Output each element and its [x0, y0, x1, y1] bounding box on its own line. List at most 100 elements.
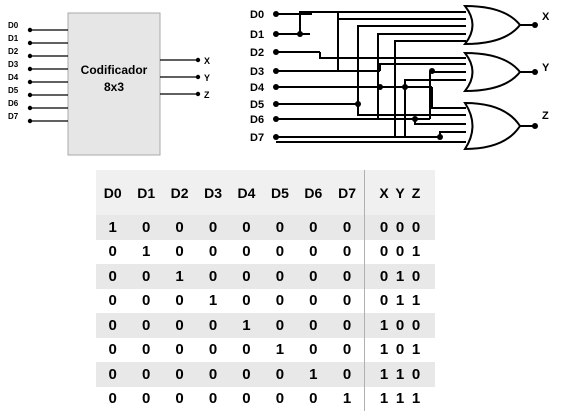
truth-table-input-header: D0 — [96, 170, 130, 215]
encoder-input-dot — [27, 105, 33, 111]
truth-table-output-cell: 1 — [395, 267, 405, 285]
truth-table-input-cell: 0 — [162, 288, 197, 313]
encoder-output-lines: XYZ — [160, 56, 210, 100]
truth-table-output-cell: 0 — [411, 365, 421, 383]
gate-input-dot — [273, 101, 279, 107]
encoder-input-dot — [27, 66, 33, 72]
truth-table-output-cell: 0 — [379, 243, 389, 261]
truth-table-input-cell: 0 — [263, 239, 297, 264]
truth-table-input-cell: 0 — [96, 313, 130, 338]
truth-table-input-cell: 0 — [129, 362, 163, 387]
gate-input-label: D3 — [250, 66, 264, 78]
encoder-title-line2: 8x3 — [104, 80, 124, 94]
gate-output-dots — [532, 22, 538, 129]
truth-table-input-cell: 0 — [129, 386, 163, 411]
truth-table-input-cell: 1 — [96, 215, 130, 240]
truth-table-input-cell: 0 — [129, 337, 163, 362]
truth-table-input-cell: 0 — [162, 386, 197, 411]
truth-table-output-cell: 1 — [379, 316, 389, 334]
truth-table-input-cell: 0 — [330, 362, 365, 387]
truth-table-input-cell: 1 — [129, 239, 163, 264]
gate-input-dot — [273, 134, 279, 140]
truth-table-input-cell: 0 — [263, 264, 297, 289]
truth-table-output-cell: 0 — [411, 316, 421, 334]
truth-table-output-cell: 1 — [379, 390, 389, 408]
truth-table-output-cell: 1 — [411, 243, 421, 261]
gate-input-dot — [273, 49, 279, 55]
truth-table-input-cell: 0 — [296, 288, 331, 313]
gate-input-label: D5 — [250, 99, 264, 111]
truth-table-output-cell: 1 — [411, 390, 421, 408]
truth-table-output-cell: 1 — [411, 292, 421, 310]
gate-input-label: D6 — [250, 114, 264, 126]
gate-input-label: D0 — [250, 9, 264, 21]
truth-table-input-cell: 0 — [129, 288, 163, 313]
truth-table-input-header: D1 — [129, 170, 163, 215]
truth-table-input-cell: 0 — [96, 337, 130, 362]
gate-output-lines — [520, 24, 535, 127]
gate-input-label: D4 — [250, 82, 265, 94]
truth-table-input-cell: 0 — [263, 386, 297, 411]
truth-table-output-cell: 0 — [395, 243, 405, 261]
truth-table-output-header: X — [379, 184, 389, 201]
truth-table-input-cell: 0 — [229, 386, 264, 411]
truth-table-input-cell: 0 — [96, 288, 130, 313]
truth-table-input-cell: 0 — [263, 313, 297, 338]
or-gate-x — [462, 4, 522, 46]
truth-table-input-cell: 0 — [196, 264, 230, 289]
encoder-input-label: D6 — [8, 99, 19, 108]
encoder-output-dot — [195, 91, 201, 97]
truth-table-input-cell: 1 — [196, 288, 230, 313]
truth-table-output-cell: 0 — [379, 218, 389, 236]
truth-table-input-cell: 0 — [96, 264, 130, 289]
or-gate-y — [462, 51, 522, 93]
truth-table-input-header: D7 — [330, 170, 365, 215]
truth-table-input-header: D3 — [196, 170, 230, 215]
encoder-output-label: Y — [204, 73, 210, 83]
truth-table-input-cell: 0 — [330, 215, 365, 240]
encoder-input-label: D3 — [8, 60, 19, 69]
encoder-title-line1: Codificador — [81, 63, 148, 77]
truth-table-output-cell: 0 — [411, 218, 421, 236]
truth-table-input-cell: 0 — [162, 362, 197, 387]
encoder-input-dot — [27, 92, 33, 98]
truth-table-input-cell: 0 — [129, 215, 163, 240]
truth-table-input-header: D4 — [229, 170, 264, 215]
truth-table-input-cell: 0 — [196, 337, 230, 362]
truth-table-input-cell: 0 — [162, 215, 197, 240]
gate-input-dot — [273, 31, 279, 37]
encoder-input-label: D7 — [8, 112, 19, 121]
truth-table-input-cell: 0 — [129, 313, 163, 338]
gate-output-label-x: X — [542, 11, 550, 23]
truth-table-input-cell: 0 — [330, 288, 365, 313]
encoder-input-label: D1 — [8, 34, 19, 43]
truth-table-output-header: Z — [411, 184, 421, 201]
encoder-input-dot — [27, 118, 33, 124]
truth-table-input-cell: 0 — [96, 386, 130, 411]
truth-table-input-cell: 0 — [330, 337, 365, 362]
encoder-input-dot — [27, 27, 33, 33]
gate-input-dot — [273, 116, 279, 122]
truth-table-output-cell: 0 — [379, 267, 389, 285]
truth-table-input-cell: 0 — [96, 239, 130, 264]
truth-table-input-cell: 1 — [263, 337, 297, 362]
truth-table-input-cell: 0 — [229, 288, 264, 313]
truth-table-output-cell: 0 — [395, 218, 405, 236]
truth-table-input-cell: 1 — [330, 386, 365, 411]
gate-output-label-z: Z — [542, 110, 549, 122]
truth-table-input-cell: 0 — [296, 239, 331, 264]
truth-table-output-cell: 1 — [395, 365, 405, 383]
encoder-output-label: Z — [204, 90, 210, 100]
